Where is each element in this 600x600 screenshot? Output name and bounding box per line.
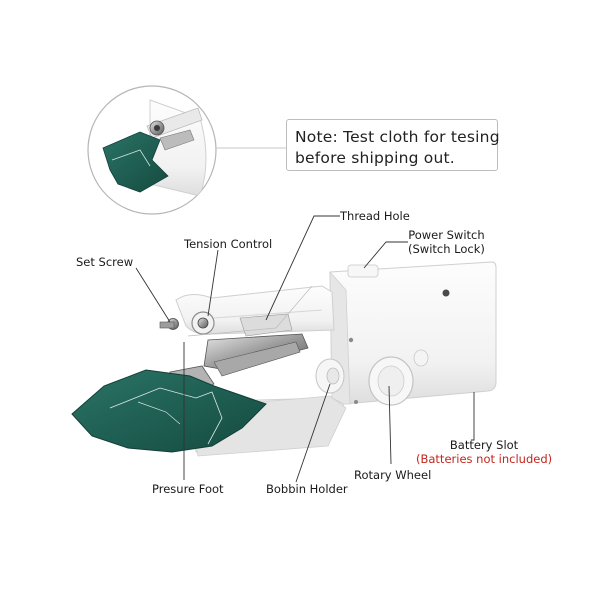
label-battery-slot: Battery Slot (Batteries not included) xyxy=(416,438,552,466)
label-presure-foot-text: Presure Foot xyxy=(152,482,224,496)
label-bobbin-holder-text: Bobbin Holder xyxy=(266,482,348,496)
zoom-inset xyxy=(87,85,286,215)
label-tension-control: Tension Control xyxy=(184,237,272,251)
note-box: Note: Test cloth for tesing before shipp… xyxy=(286,119,500,171)
label-thread-hole: Thread Hole xyxy=(340,209,410,223)
label-thread-hole-text: Thread Hole xyxy=(340,209,410,223)
label-rotary-wheel: Rotary Wheel xyxy=(354,468,431,482)
label-battery-slot-text: Battery Slot xyxy=(449,438,519,452)
note-line-1: Note: Test cloth for tesing xyxy=(295,128,500,146)
callout-lines xyxy=(135,215,475,483)
label-power-switch-sub: (Switch Lock) xyxy=(408,242,485,256)
label-tension-control-text: Tension Control xyxy=(184,237,273,251)
label-battery-slot-sub: (Batteries not included) xyxy=(416,452,553,466)
note-line-2: before shipping out. xyxy=(295,149,455,167)
test-cloth xyxy=(71,369,267,453)
label-presure-foot: Presure Foot xyxy=(152,482,224,496)
label-bobbin-holder: Bobbin Holder xyxy=(266,482,348,496)
label-power-switch: Power Switch (Switch Lock) xyxy=(408,228,485,256)
label-power-switch-text: Power Switch xyxy=(408,228,485,242)
label-set-screw: Set Screw xyxy=(76,255,133,269)
label-set-screw-text: Set Screw xyxy=(76,255,134,269)
label-rotary-wheel-text: Rotary Wheel xyxy=(354,468,432,482)
